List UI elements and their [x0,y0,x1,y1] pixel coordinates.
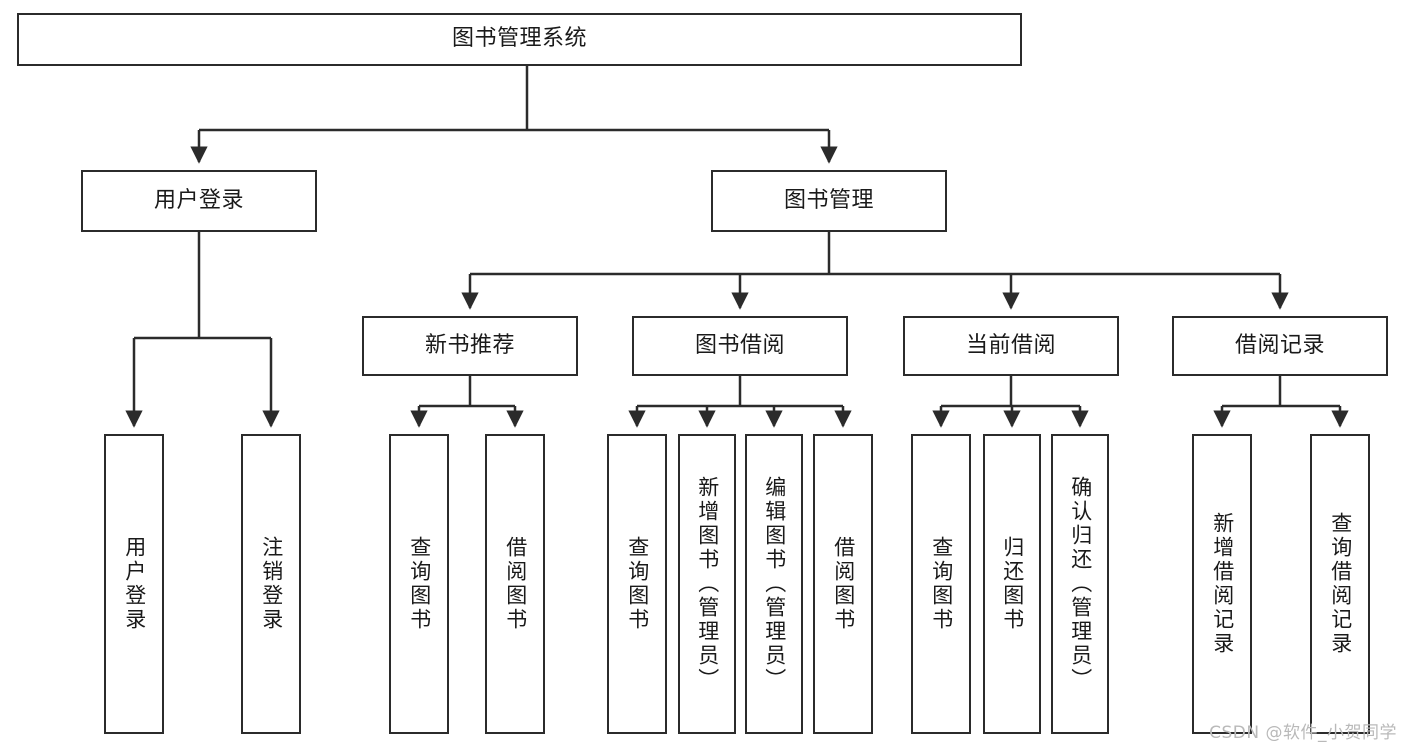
node-leaf-query-book-1[interactable]: 查询图书 [389,434,449,734]
node-current-borrow-label: 当前借阅 [965,332,1056,358]
csdn-watermark: CSDN @软件_小贺同学 [1209,723,1397,743]
node-leaf-return-book[interactable]: 归还图书 [983,434,1041,734]
node-borrow-record-label: 借阅记录 [1234,332,1325,358]
node-book-manage-label: 图书管理 [783,187,874,213]
node-current-borrow[interactable]: 当前借阅 [903,316,1119,376]
node-leaf-confirm-return-admin-label: 确认归还（管理员） [1068,476,1093,692]
node-leaf-return-book-label: 归还图书 [1000,536,1025,632]
node-leaf-borrow-book-2-label: 借阅图书 [831,536,856,632]
node-leaf-add-book-admin-label: 新增图书（管理员） [695,476,720,692]
node-leaf-edit-book-admin[interactable]: 编辑图书（管理员） [745,434,803,734]
node-leaf-query-book-3[interactable]: 查询图书 [911,434,971,734]
node-leaf-borrow-book-2[interactable]: 借阅图书 [813,434,873,734]
node-leaf-logout-label: 注销登录 [259,536,284,632]
node-root-label: 图书管理系统 [451,26,587,52]
node-leaf-query-borrow-record-label: 查询借阅记录 [1328,512,1353,656]
node-leaf-borrow-book-1-label: 借阅图书 [503,536,528,632]
node-leaf-add-borrow-record-label: 新增借阅记录 [1210,512,1235,656]
node-leaf-query-book-3-label: 查询图书 [929,536,954,632]
node-leaf-logout[interactable]: 注销登录 [241,434,301,734]
node-leaf-edit-book-admin-label: 编辑图书（管理员） [762,476,787,692]
node-leaf-user-login-label: 用户登录 [122,536,147,632]
node-leaf-confirm-return-admin[interactable]: 确认归还（管理员） [1051,434,1109,734]
node-leaf-add-book-admin[interactable]: 新增图书（管理员） [678,434,736,734]
node-leaf-query-book-1-label: 查询图书 [407,536,432,632]
node-borrow-record[interactable]: 借阅记录 [1172,316,1388,376]
node-new-book-recommend[interactable]: 新书推荐 [362,316,578,376]
node-book-manage[interactable]: 图书管理 [711,170,947,232]
node-leaf-add-borrow-record[interactable]: 新增借阅记录 [1192,434,1252,734]
node-book-borrow-label: 图书借阅 [694,332,785,358]
node-user-login[interactable]: 用户登录 [81,170,317,232]
node-user-login-label: 用户登录 [153,187,244,213]
node-new-book-recommend-label: 新书推荐 [424,332,515,358]
node-leaf-query-book-2[interactable]: 查询图书 [607,434,667,734]
node-leaf-query-book-2-label: 查询图书 [625,536,650,632]
node-book-borrow[interactable]: 图书借阅 [632,316,848,376]
node-root[interactable]: 图书管理系统 [17,13,1022,66]
node-leaf-user-login[interactable]: 用户登录 [104,434,164,734]
node-leaf-query-borrow-record[interactable]: 查询借阅记录 [1310,434,1370,734]
node-leaf-borrow-book-1[interactable]: 借阅图书 [485,434,545,734]
